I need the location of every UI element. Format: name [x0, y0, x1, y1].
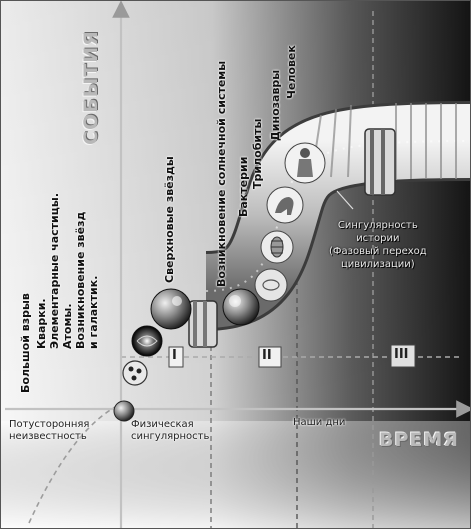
beyond-label-line1: Потусторонняя — [9, 419, 90, 430]
event-bacteria: Бактерии — [237, 156, 250, 217]
event-solar-system: Возникновение солнечной системы — [215, 60, 228, 287]
tube-coupling-right — [364, 128, 396, 196]
solar-system-sphere — [222, 288, 260, 326]
epoch-marker-3 — [390, 344, 416, 368]
roman-numeral-1: I — [172, 348, 177, 363]
event-dinosaurs: Динозавры — [269, 69, 282, 141]
tube-coupling-left — [188, 300, 218, 348]
event-quarks-line3: Атомы. — [61, 303, 74, 349]
physical-singularity-line2: сингулярность — [131, 431, 210, 442]
roman-numeral-3: III — [394, 347, 409, 362]
physical-singularity-line1: Физическая — [131, 419, 194, 430]
big-bang-sphere — [113, 400, 135, 422]
atoms-sphere — [122, 360, 148, 386]
today-label: Наши дни — [293, 417, 346, 428]
history-singularity-line1: Сингулярность — [337, 220, 418, 231]
supernova-sphere — [150, 288, 192, 330]
time-axis-label: ВРЕМЯ — [379, 429, 459, 451]
roman-numeral-2: II — [262, 348, 272, 363]
history-singularity-pointer — [336, 190, 354, 210]
beyond-label-line2: неизвестность — [9, 431, 87, 442]
history-singularity-line3: (Фазовый переход — [329, 246, 427, 257]
event-human: Человек — [285, 45, 298, 99]
event-quarks-line4: Возникновение звёзд — [74, 211, 87, 349]
event-supernova: Сверхновые звёзды — [163, 156, 176, 283]
history-singularity-line4: цивилизации) — [340, 259, 415, 270]
bacteria-sphere — [254, 268, 288, 302]
event-big-bang: Большой взрыв — [19, 293, 32, 393]
pre-singularity-curve — [28, 405, 118, 524]
history-singularity-label: Сингулярность истории (Фазовый переход ц… — [329, 219, 427, 271]
physical-singularity-label: Физическая сингулярность — [131, 419, 209, 443]
event-trilobites: Трилобиты — [251, 118, 264, 189]
epoch-marker-2 — [258, 346, 282, 368]
history-singularity-line2: истории — [356, 233, 400, 244]
event-quarks-line5: и галактик. — [87, 275, 100, 349]
galaxy-sphere — [131, 325, 163, 357]
event-quarks-line1: Кварки. — [35, 298, 48, 349]
beyond-label: Потусторонняя неизвестность — [9, 419, 89, 443]
events-axis-label: СОБЫТИЯ — [80, 30, 102, 145]
epoch-marker-1 — [168, 346, 184, 368]
event-quarks-line2: Элементарные частицы. — [48, 192, 61, 349]
